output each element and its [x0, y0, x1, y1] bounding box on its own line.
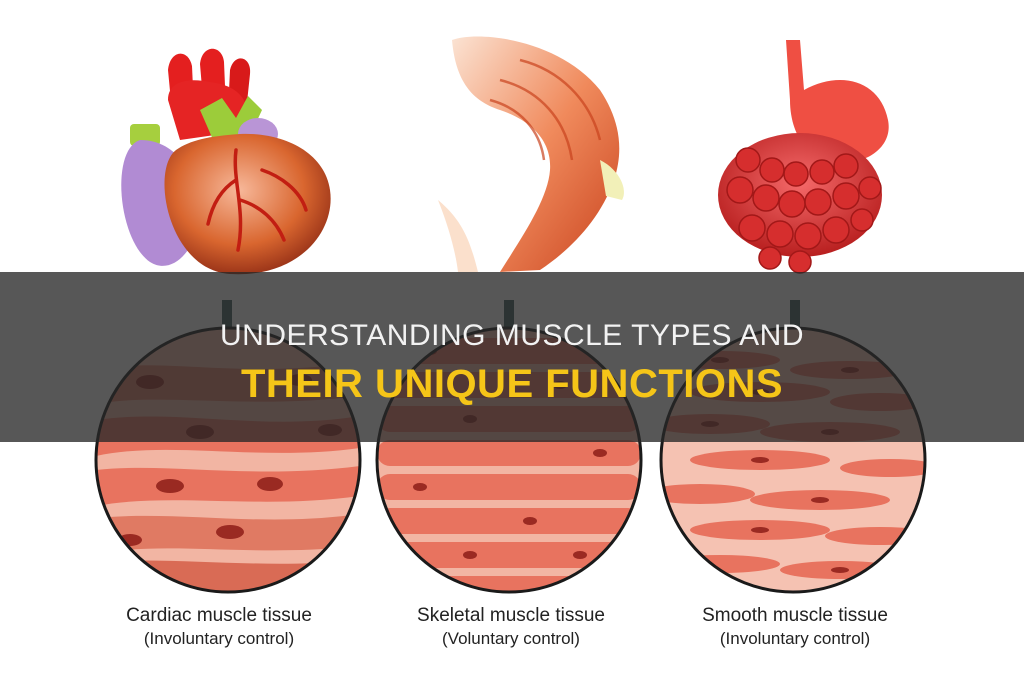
caption-subtitle: (Involuntary control)	[143, 629, 295, 648]
caption-subtitle: (Involuntary control)	[719, 629, 871, 648]
caption-title: Cardiac muscle tissue	[126, 605, 312, 626]
caption-subtitle: (Voluntary control)	[442, 629, 580, 648]
arm-illustration	[438, 36, 624, 273]
digestive-illustration	[718, 40, 889, 274]
caption-skeletal: Skeletal muscle tissue (Voluntary contro…	[361, 604, 661, 650]
banner-title-line1: UNDERSTANDING MUSCLE TYPES AND	[220, 319, 804, 352]
caption-smooth: Smooth muscle tissue (Involuntary contro…	[645, 604, 945, 650]
heart-illustration	[121, 48, 331, 275]
caption-title: Smooth muscle tissue	[702, 605, 888, 626]
banner-title-line2: THEIR UNIQUE FUNCTIONS	[240, 362, 784, 406]
title-banner	[0, 272, 1024, 442]
caption-cardiac: Cardiac muscle tissue (Involuntary contr…	[69, 604, 369, 650]
caption-title: Skeletal muscle tissue	[417, 605, 605, 626]
